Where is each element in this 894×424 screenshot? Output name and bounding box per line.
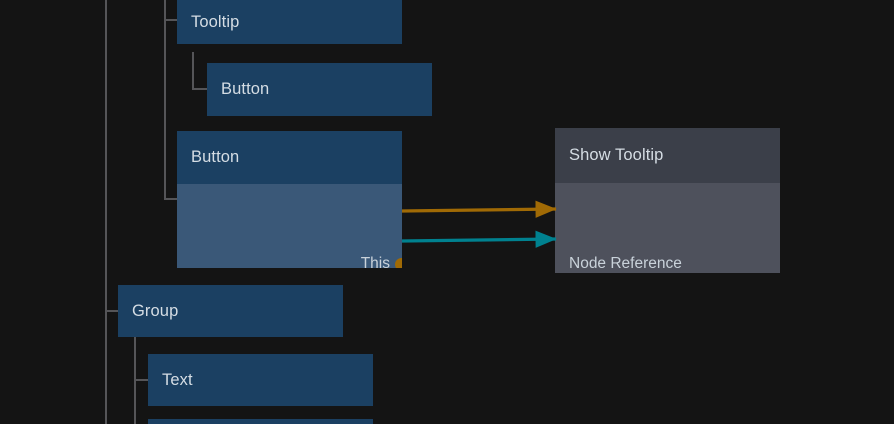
output-port-this[interactable]: This: [177, 253, 402, 268]
scene-node-group-label: Group: [118, 285, 343, 337]
graph-node-button-title: Button: [177, 131, 402, 184]
graph-node-button[interactable]: Button This Hover Start: [177, 131, 402, 268]
tree-elbow-group: [105, 310, 119, 312]
tree-branch-line-tooltip-child: [192, 52, 194, 90]
scene-node-text[interactable]: Text: [148, 354, 373, 406]
graph-node-show-tooltip[interactable]: Show Tooltip Node Reference Show: [555, 128, 780, 273]
tree-elbow-button: [164, 198, 178, 200]
scene-node-tooltip[interactable]: Tooltip: [177, 0, 402, 44]
scene-node-tooltip-button[interactable]: Button: [207, 63, 432, 116]
tree-elbow-text: [134, 379, 149, 381]
scene-node-tooltip-label: Tooltip: [177, 0, 402, 44]
tree-elbow-tooltip-button: [192, 88, 208, 90]
input-port-node-reference[interactable]: Node Reference: [555, 253, 780, 273]
tree-branch-line-1: [164, 0, 166, 200]
scene-node-partial-label: [148, 419, 373, 424]
edge-hover-start-to-show[interactable]: [401, 230, 557, 248]
graph-node-show-tooltip-title: Show Tooltip: [555, 128, 780, 183]
edge-this-to-node-reference[interactable]: [401, 200, 557, 218]
graph-node-show-tooltip-body: Node Reference Show: [555, 183, 780, 273]
output-port-this-dot[interactable]: [395, 258, 402, 268]
tree-trunk-line: [105, 0, 107, 424]
graph-node-button-body: This Hover Start: [177, 184, 402, 268]
scene-node-text-label: Text: [148, 354, 373, 406]
scene-node-partial[interactable]: [148, 419, 373, 424]
scene-node-tooltip-button-label: Button: [207, 63, 432, 116]
input-port-node-reference-label: Node Reference: [569, 255, 682, 273]
output-port-this-label: This: [360, 255, 390, 268]
scene-node-group[interactable]: Group: [118, 285, 343, 337]
tree-elbow-tooltip: [164, 19, 178, 21]
